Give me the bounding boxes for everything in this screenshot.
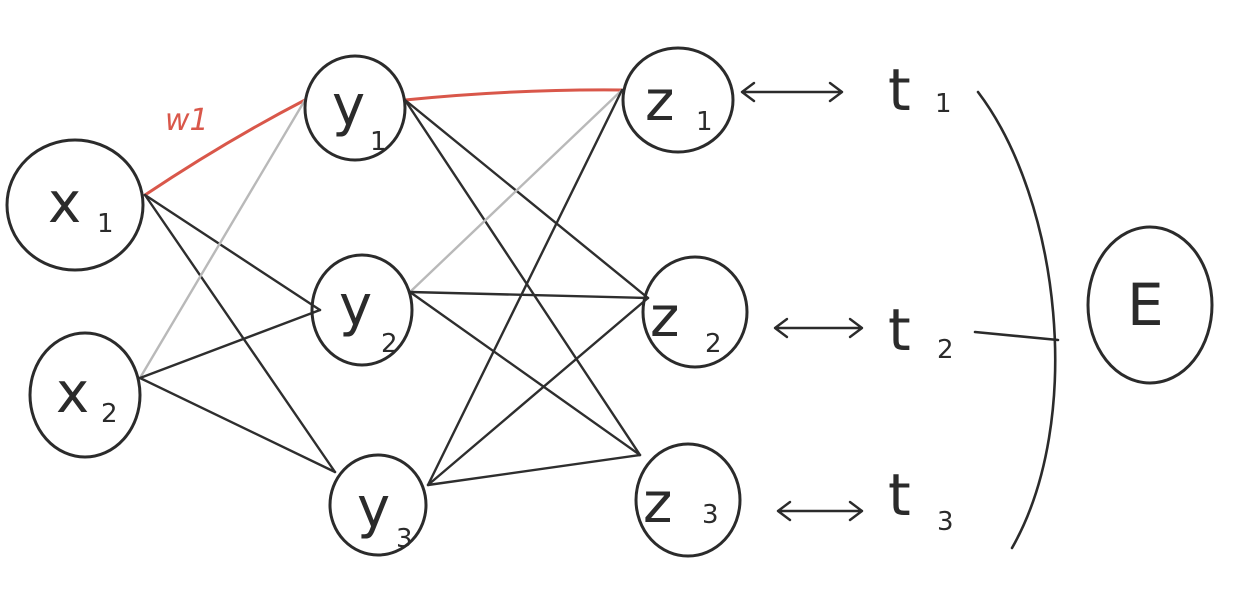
- hidden-node-y2: y 2: [310, 253, 414, 367]
- compare-arrow-2: [773, 317, 864, 339]
- target-t3-sub: 3: [937, 507, 954, 537]
- target-t3: t 3: [888, 461, 954, 537]
- hidden-node-y3-sub: 3: [396, 524, 413, 554]
- compare-arrow-1: [740, 81, 844, 103]
- error-node-label: E: [1127, 271, 1164, 339]
- weight-label-w1: w1: [165, 103, 209, 138]
- compare-arrow-3: [776, 500, 864, 522]
- target-t3-label: t: [888, 461, 911, 529]
- input-node-x2-sub: 2: [101, 399, 118, 429]
- target-t2: t 2: [888, 296, 954, 365]
- edge-y2-z3: [408, 290, 642, 457]
- output-node-z2-label: z: [650, 285, 679, 350]
- output-node-z3: z 3: [634, 442, 742, 558]
- input-node-x1: x 1: [5, 138, 145, 272]
- hidden-node-y1-label: y: [332, 74, 365, 139]
- input-node-x2-label: x: [56, 361, 89, 426]
- output-node-z3-sub: 3: [702, 500, 719, 530]
- edge-y1-z3: [403, 98, 642, 457]
- target-t2-label: t: [888, 296, 911, 364]
- target-t1: t 1: [888, 56, 952, 124]
- edge-y1-z1: [403, 88, 624, 102]
- edge-y2-z1: [408, 88, 624, 294]
- input-node-x1-sub: 1: [97, 209, 114, 239]
- target-t2-sub: 2: [937, 335, 954, 365]
- edge-x1-y2: [143, 193, 322, 312]
- hidden-node-y3: y 3: [328, 453, 428, 557]
- nodes-layer: x 1 x 2 y 1 y 2 y 3 z 1: [5, 46, 1214, 558]
- edge-x2-y3: [138, 376, 337, 474]
- input-node-x2: x 2: [28, 331, 142, 459]
- target-t1-sub: 1: [935, 89, 952, 119]
- hidden-node-y2-label: y: [339, 274, 372, 339]
- output-node-z2-sub: 2: [705, 329, 722, 359]
- connection-edges: [138, 88, 650, 487]
- edge-y1-z2: [403, 98, 650, 300]
- edge-y3-z3: [426, 453, 642, 487]
- edge-x1-y3: [143, 193, 337, 474]
- hidden-node-y2-sub: 2: [381, 329, 398, 359]
- input-node-x1-label: x: [48, 171, 81, 236]
- edge-y3-z1: [426, 88, 624, 487]
- edge-y3-z2: [426, 296, 650, 487]
- edge-x1-y1: [143, 98, 307, 197]
- output-node-z1-sub: 1: [696, 107, 713, 137]
- output-node-z2: z 2: [641, 255, 749, 369]
- error-connector-line: [973, 330, 1060, 342]
- edge-x2-y1: [138, 98, 307, 380]
- edge-y2-z2: [408, 290, 650, 300]
- output-node-z1: z 1: [621, 46, 735, 154]
- target-aggregation-arc: [976, 90, 1057, 550]
- edge-x2-y2: [138, 308, 322, 380]
- hidden-node-y1-sub: 1: [370, 127, 387, 157]
- output-node-z3-label: z: [643, 471, 672, 536]
- hidden-node-y3-label: y: [357, 476, 390, 541]
- output-node-z1-label: z: [645, 69, 674, 134]
- target-t1-label: t: [888, 56, 911, 124]
- hidden-node-y1: y 1: [303, 54, 407, 162]
- error-node: E: [1086, 225, 1214, 385]
